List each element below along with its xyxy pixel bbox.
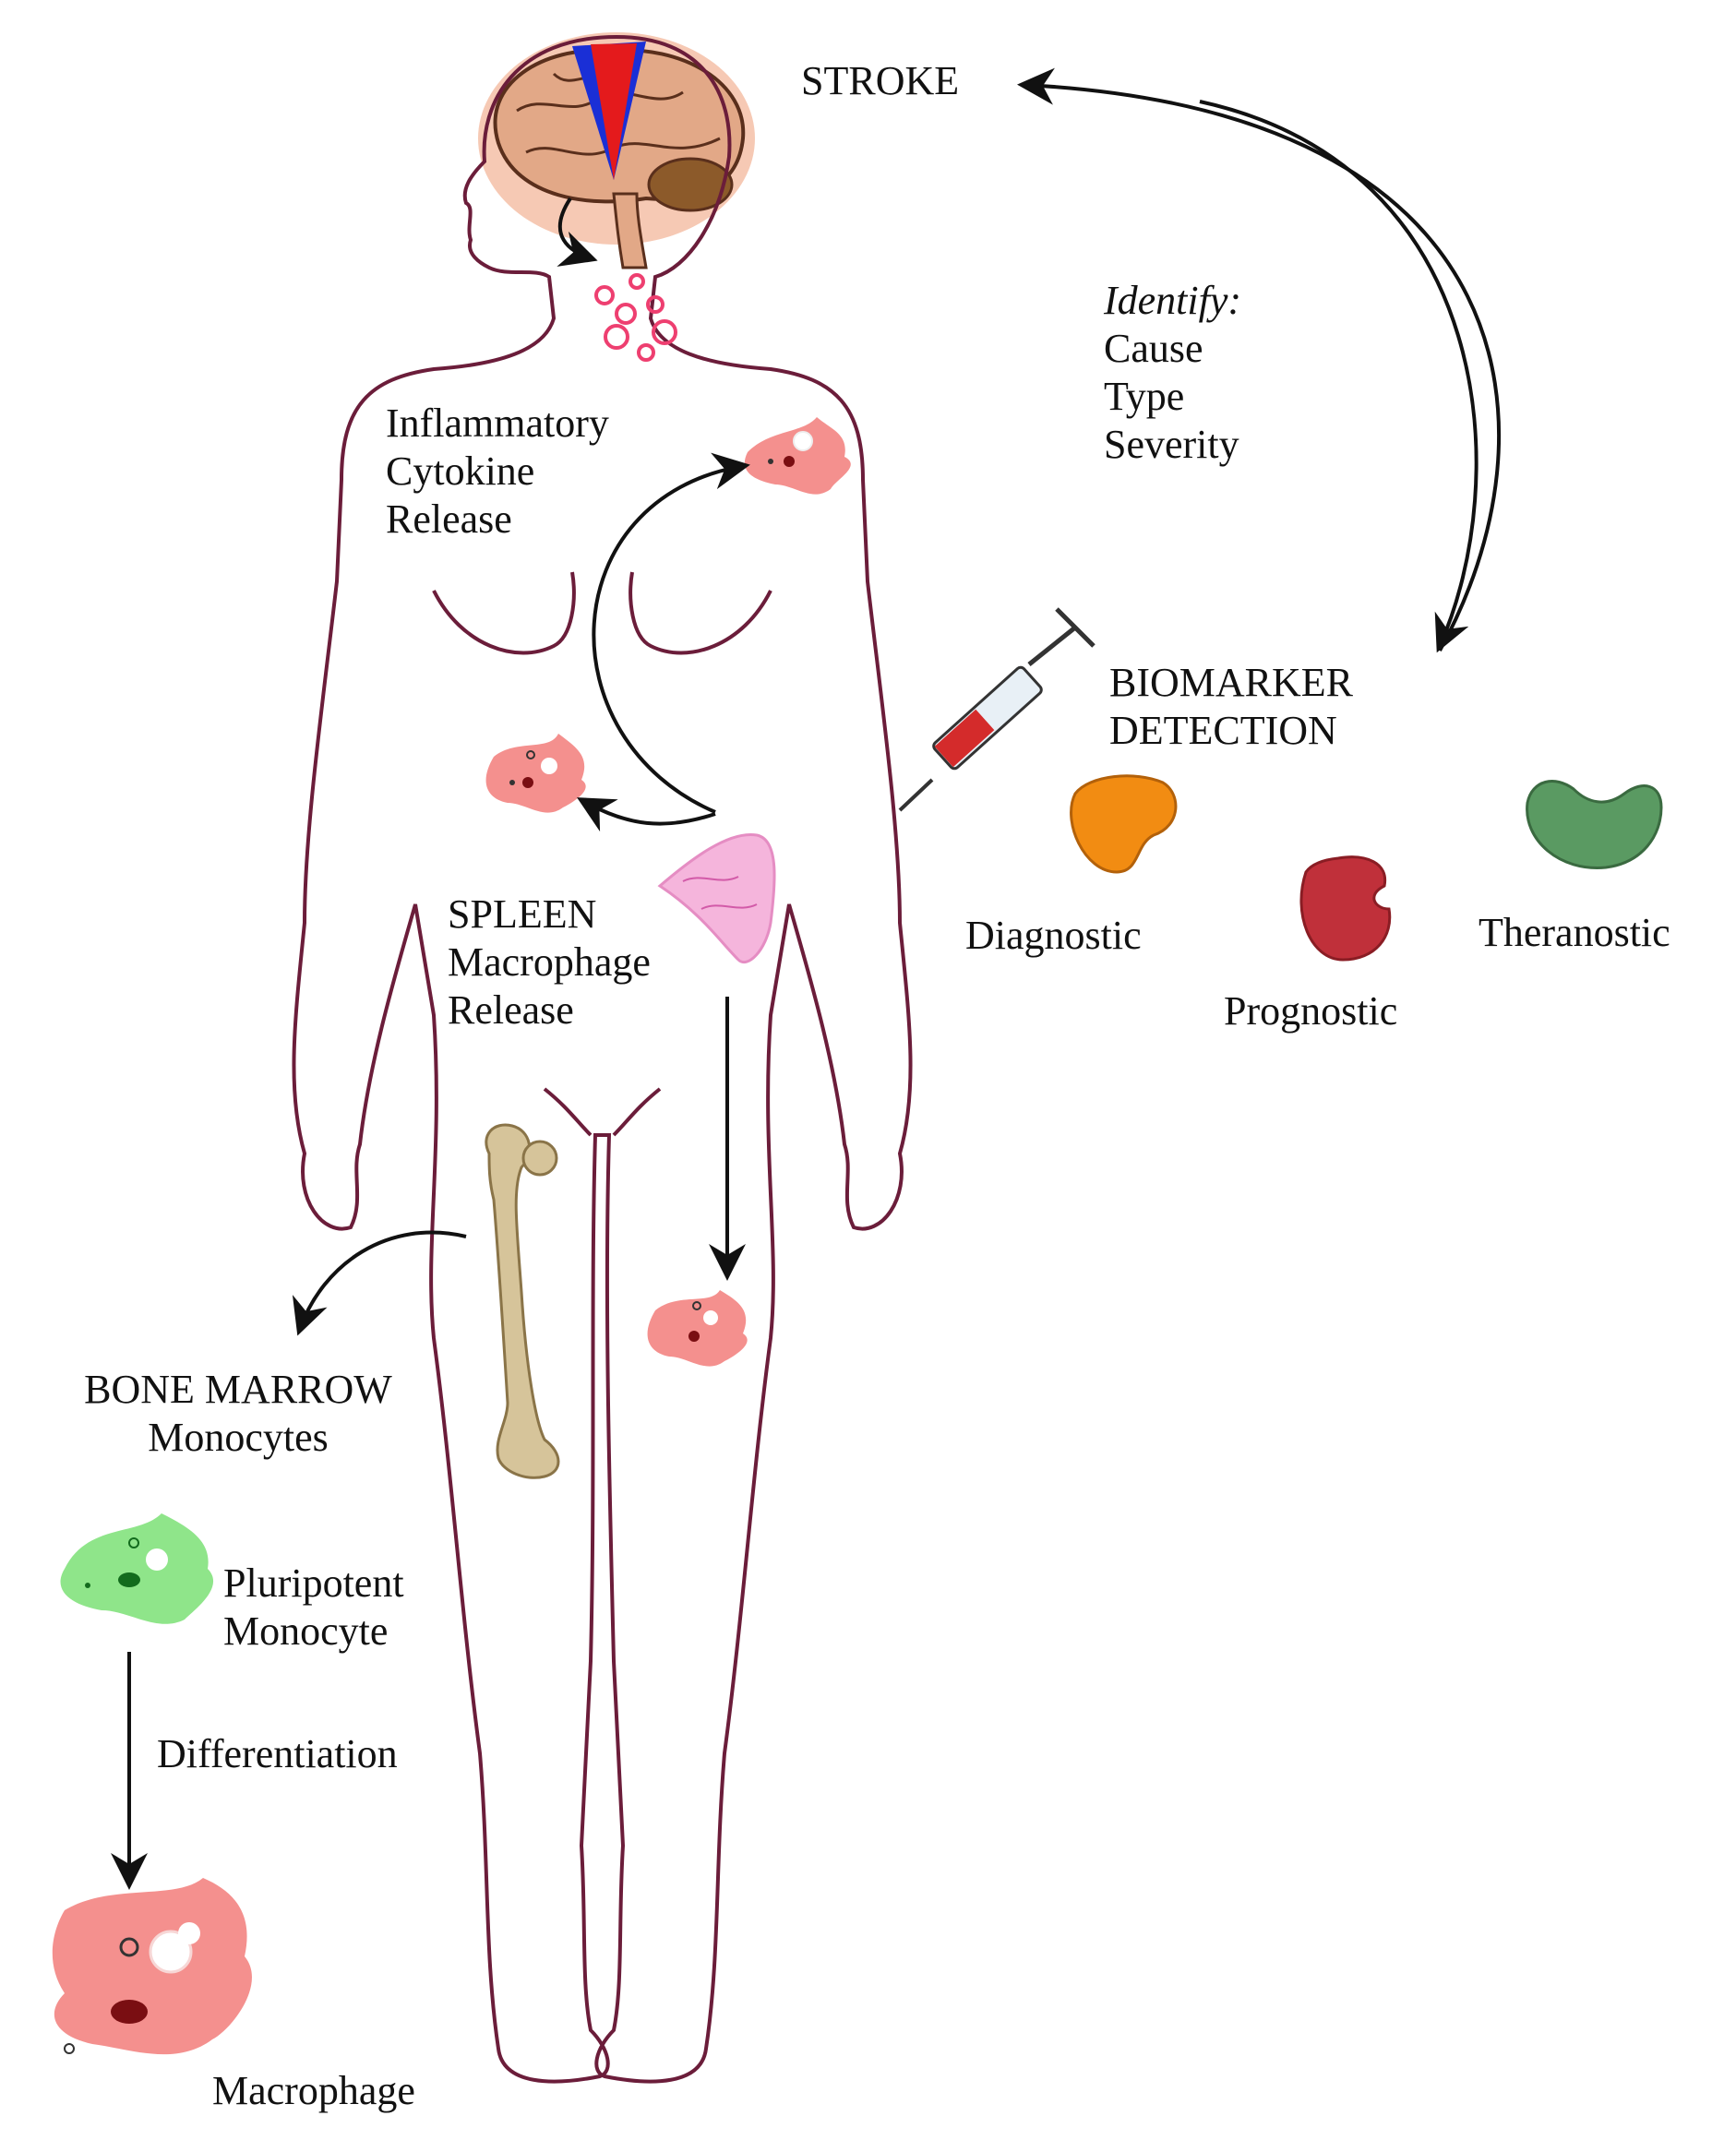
pluripotent-monocyte-cell-icon [60,1513,214,1624]
arrow-femur-to-bone-marrow [292,1230,467,1336]
arrow-spleen-to-abdomen [577,797,716,832]
macrophage-cell-icon-abdomen [485,734,586,813]
prognostic-label: Prognostic [1224,988,1398,1034]
identify-list: Identify: Cause Type Severity [1104,277,1241,469]
prognostic-organ-icon [1299,855,1392,962]
diagnostic-label: Diagnostic [965,913,1142,958]
diagnostic-organ-icon [1070,774,1178,874]
bone-marrow-label: BONE MARROW Monocytes [54,1366,423,1462]
macrophage-cell-icon-large [52,1878,252,2055]
differentiation-label: Differentiation [157,1731,398,1776]
brain-icon [478,32,755,269]
spleen-label-line-2: Macrophage [448,939,651,985]
biomarker-label-line-2: DETECTION [1109,708,1337,753]
identify-item-type: Type [1104,374,1185,419]
syringe-icon [898,607,1095,812]
cytokine-label-line-3: Release [386,496,512,542]
human-body-outline [292,34,913,2084]
spleen-label: SPLEEN Macrophage Release [448,891,651,1034]
cytokine-label-line-2: Cytokine [386,448,535,494]
pluripotent-label-line-2: Monocyte [223,1608,389,1654]
stroke-label: STROKE [801,58,960,103]
arrow-stroke-to-biomarker [1017,67,1501,652]
identify-item-cause: Cause [1104,326,1203,371]
arrow-biomarker-to-stroke [1199,100,1479,653]
cytokine-particles-icon [594,273,677,362]
arrow-spleen-to-chest [592,452,750,814]
pluripotent-label-line-1: Pluripotent [223,1560,404,1606]
theranostic-organ-icon [1526,780,1663,869]
femur-bone-icon [485,1123,560,1479]
bone-marrow-label-line-1: BONE MARROW [84,1367,392,1412]
cytokine-label-line-1: Inflammatory [386,401,609,446]
arrow-brain-to-cytokine [557,197,598,267]
macrophage-cell-icon-leg [647,1290,748,1367]
identify-item-severity: Severity [1104,422,1239,467]
biomarker-label-line-1: BIOMARKER [1109,660,1354,705]
cytokine-label: Inflammatory Cytokine Release [386,400,609,544]
identify-heading: Identify: [1104,278,1242,323]
macrophage-label: Macrophage [212,2068,415,2113]
spleen-label-line-1: SPLEEN [448,891,597,937]
spleen-icon [657,832,776,963]
pluripotent-monocyte-label: Pluripotent Monocyte [223,1560,404,1656]
biomarker-detection-label: BIOMARKER DETECTION [1109,659,1353,755]
theranostic-label: Theranostic [1479,910,1670,955]
arrows [111,67,1501,1890]
macrophage-cell-icon-chest [744,417,851,495]
spleen-label-line-3: Release [448,987,574,1033]
bone-marrow-label-line-2: Monocytes [148,1415,329,1460]
